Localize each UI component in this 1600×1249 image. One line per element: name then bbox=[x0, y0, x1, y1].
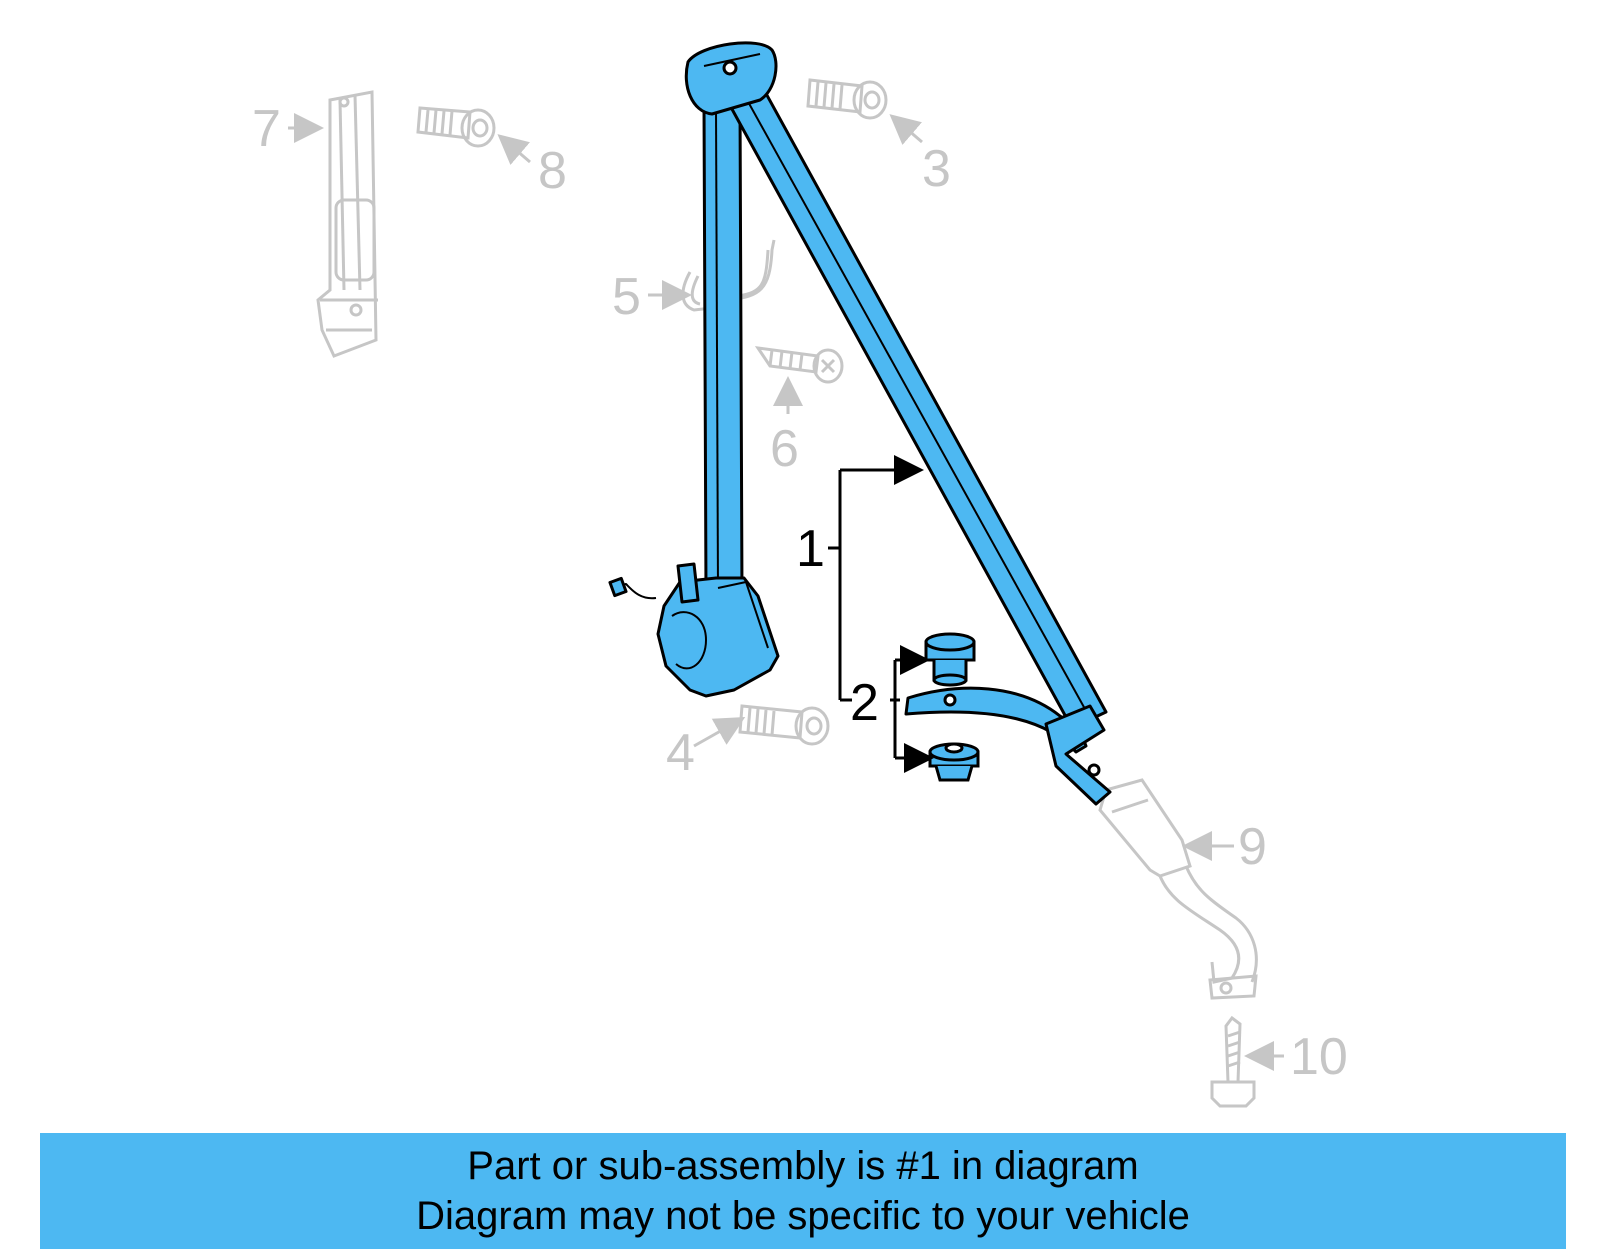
bolt-4-icon bbox=[738, 704, 830, 746]
callout-7: 7 bbox=[252, 100, 281, 158]
bolt-3-icon bbox=[806, 78, 888, 120]
callout-2: 2 bbox=[850, 674, 879, 732]
callout-6: 6 bbox=[770, 420, 799, 478]
callout-8: 8 bbox=[538, 142, 567, 200]
buckle-icon bbox=[1098, 778, 1258, 1000]
active-leaders bbox=[828, 455, 934, 773]
cap-nut-lower-icon bbox=[928, 742, 980, 782]
bolt-8-icon bbox=[416, 106, 496, 148]
pillar-bracket-icon bbox=[316, 90, 378, 358]
callout-1: 1 bbox=[796, 520, 825, 578]
parts-diagram: 7 8 3 5 6 1 2 4 9 10 bbox=[252, 41, 1348, 1108]
callout-5: 5 bbox=[612, 268, 641, 326]
faded-leaders bbox=[288, 113, 1284, 1071]
screw-6-icon bbox=[754, 346, 844, 384]
bolt-10-icon bbox=[1210, 1015, 1256, 1108]
callout-9: 9 bbox=[1238, 818, 1267, 876]
cap-nut-upper-icon bbox=[924, 632, 976, 687]
seat-belt-assembly-icon bbox=[608, 41, 1112, 806]
banner-line-1: Part or sub-assembly is #1 in diagram bbox=[467, 1144, 1139, 1188]
callout-4: 4 bbox=[666, 724, 695, 782]
info-banner: Part or sub-assembly is #1 in diagram Di… bbox=[40, 1133, 1566, 1249]
callout-10: 10 bbox=[1290, 1028, 1348, 1086]
callout-3: 3 bbox=[922, 140, 951, 198]
banner-line-2: Diagram may not be specific to your vehi… bbox=[416, 1194, 1190, 1238]
